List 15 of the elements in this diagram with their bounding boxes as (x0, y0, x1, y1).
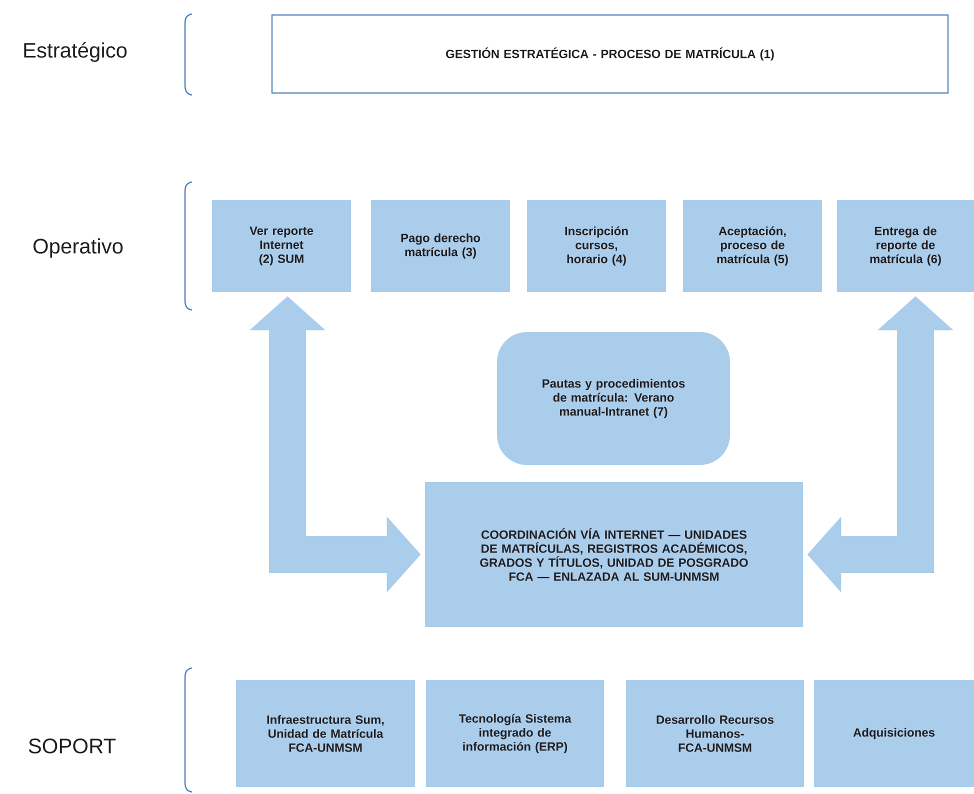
level-label: Operativo (33, 238, 123, 258)
process-box: COORDINACIÓN VÍA INTERNET — UNIDADES DE MATRÍCULAS, REGISTROS ACADÉMICOS, GRADOS Y TÍTULOS, UNIDAD DE POSGRADO FCA — ENLAZADA AL SUM-UNMSM (425, 482, 803, 627)
support-box: Adquisiciones (814, 680, 974, 787)
process-box: Aceptación, proceso de matrícula (5) (683, 200, 822, 292)
process-box: Ver reporte Internet (2) SUM (212, 200, 351, 292)
process-box: GESTIÓN ESTRATÉGICA - PROCESO DE MATRÍCULA (1) (271, 14, 949, 94)
process-box: Entrega de reporte de matrícula (6) (837, 200, 974, 292)
support-box: Infraestructura Sum, Unidad de Matrícula FCA-UNMSM (236, 680, 415, 787)
process-box: Inscripción cursos, horario (4) (527, 200, 666, 292)
support-box: Desarrollo Recursos Humanos-FCA-UNMSM (626, 680, 804, 787)
rounded-box: Pautas y procedimientos de matrícula: Verano manual-Intranet (7) (497, 332, 730, 465)
process-box: Pago derecho matrícula (3) (371, 200, 510, 292)
level-label: SOPORT (28, 738, 116, 754)
level-label: Estratégico (24, 42, 127, 62)
support-box: Tecnología Sistema integrado de información (ERP) (426, 680, 604, 787)
